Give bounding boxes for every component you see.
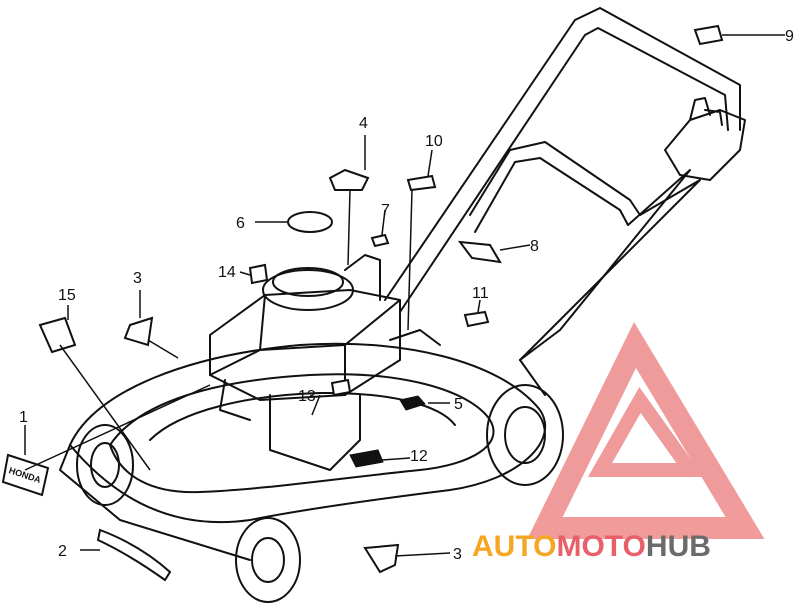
label-7: 7 — [381, 202, 390, 219]
decal-5 — [399, 395, 426, 411]
engine — [209, 254, 441, 471]
wheel-rear-right — [486, 384, 564, 486]
decal-9 — [693, 24, 724, 46]
decal-8 — [457, 240, 502, 264]
label-11: 11 — [472, 285, 489, 302]
label-5: 5 — [454, 396, 463, 413]
leader-lines — [24, 34, 785, 557]
logo-triangle-outer — [527, 322, 765, 539]
label-3b: 3 — [453, 546, 462, 563]
decal-15 — [38, 316, 77, 354]
label-4: 4 — [359, 115, 368, 132]
label-9: 9 — [785, 28, 794, 45]
decal-3a — [123, 316, 154, 347]
wheel-front-right — [235, 517, 301, 603]
label-10: 10 — [425, 133, 443, 150]
label-2: 2 — [58, 543, 67, 560]
watermark-logo — [527, 322, 765, 539]
decal-2 — [96, 528, 172, 582]
label-1: 1 — [19, 409, 28, 426]
label-8: 8 — [530, 238, 539, 255]
decal-10 — [406, 174, 437, 192]
label-15: 15 — [58, 287, 76, 304]
decal-14 — [248, 263, 269, 285]
throttle-control — [664, 97, 746, 181]
watermark-moto: MOTO — [556, 530, 645, 563]
decal-1-honda: HONDA — [1, 453, 50, 497]
watermark-hub: HUB — [646, 530, 711, 563]
decal-11 — [463, 310, 490, 328]
watermark-text: AUTOMOTOHUB — [472, 530, 711, 563]
decal-6 — [287, 211, 333, 233]
label-6: 6 — [236, 215, 245, 232]
decal-12 — [349, 449, 384, 468]
logo-triangle-inner — [587, 387, 704, 477]
mower-handle — [384, 7, 741, 396]
decal-4 — [328, 168, 370, 191]
label-12: 12 — [410, 448, 428, 465]
label-13: 13 — [298, 388, 316, 405]
label-3a: 3 — [133, 270, 142, 287]
watermark-auto: AUTO — [472, 530, 556, 563]
wheel-front-left — [76, 424, 134, 506]
label-14: 14 — [218, 264, 236, 281]
decal-3b — [363, 543, 400, 574]
mower-deck — [59, 342, 547, 561]
decal-13 — [330, 378, 352, 397]
decal-7 — [370, 233, 390, 248]
